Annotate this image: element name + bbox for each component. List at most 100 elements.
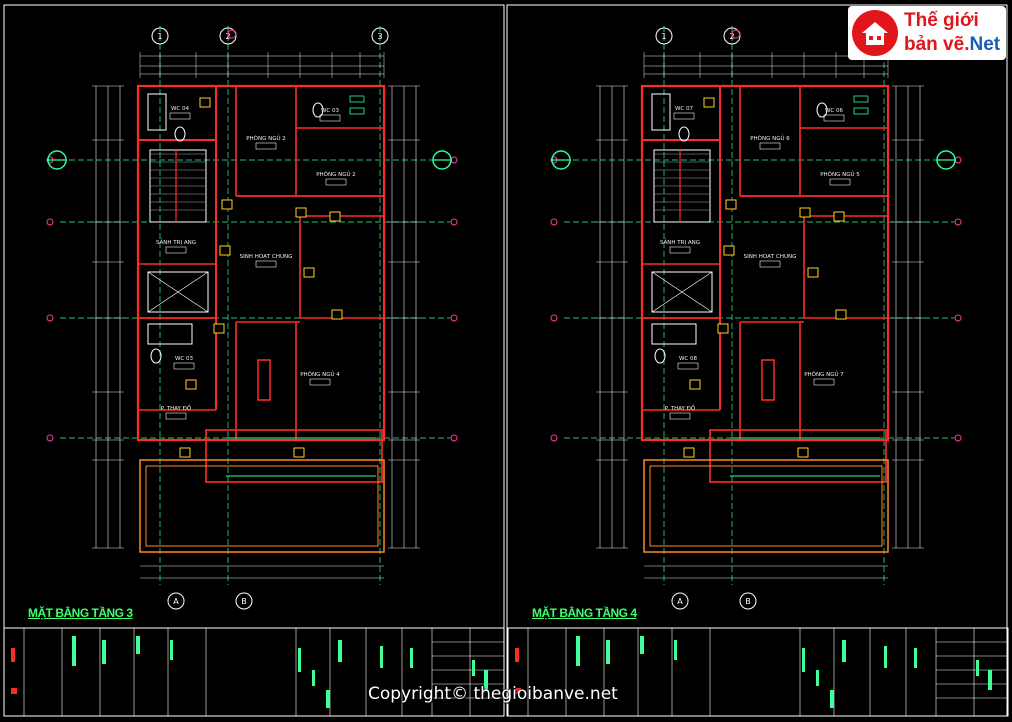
door-tag (293, 447, 305, 458)
axis-row-bubble-right (954, 434, 962, 442)
axis-column-label-top: 1 (157, 32, 162, 41)
title-block-mark (472, 660, 475, 676)
bathtub (147, 323, 193, 345)
door-tag (835, 309, 847, 320)
title-block-mark (102, 640, 106, 664)
door-tag (295, 207, 307, 218)
title-block-mark (136, 636, 140, 654)
axis-column-label-top: 2 (729, 32, 734, 41)
title-block (3, 627, 505, 717)
axis-bubble-bottom (739, 592, 757, 610)
axis-bubble-bottom (235, 592, 253, 610)
sheet-title-right: MẶT BẰNG TẦNG 4 (532, 606, 637, 620)
room-label: WC 06 (825, 108, 844, 114)
title-block (507, 627, 1009, 717)
title-block-mark (312, 670, 315, 686)
sheet-title-left: MẶT BẰNG TẦNG 3 (28, 606, 133, 620)
axis-row-bubble-left (46, 218, 54, 226)
door-tag (219, 245, 231, 256)
room-label: PHÒNG NGỦ 6 (750, 134, 790, 142)
title-block-mark (914, 648, 917, 668)
elevator-cross (147, 271, 209, 313)
title-block-mark (484, 670, 488, 690)
title-block-red-mark (11, 688, 17, 694)
door-tag (723, 245, 735, 256)
level-tag (759, 142, 781, 150)
axis-label-bottom: B (241, 597, 247, 606)
terrace-inner (145, 465, 379, 547)
room-label: WC 04 (171, 106, 190, 112)
house-icon (852, 10, 898, 56)
axis-bubble-bottom (671, 592, 689, 610)
title-block-mark (338, 640, 342, 662)
toilet (816, 102, 828, 118)
level-tag (165, 412, 187, 420)
door-tag (833, 211, 845, 222)
door-tag (807, 267, 819, 278)
toilet (150, 348, 162, 364)
wardrobe (761, 359, 775, 401)
room-label: PHÒNG NGỦ 7 (804, 370, 844, 378)
axis-column-label-top: 3 (377, 32, 382, 41)
level-tag (823, 114, 845, 122)
title-block-red-mark (515, 688, 521, 694)
door-tag (185, 379, 197, 390)
level-tag (255, 260, 277, 268)
door-tag (689, 379, 701, 390)
room-label: PHÒNG NGỦ 4 (300, 370, 340, 378)
door-tag (303, 267, 315, 278)
level-tag (669, 412, 691, 420)
balcony-wall (205, 429, 383, 483)
axis-row-bubble-right (954, 218, 962, 226)
room-label: PHÒNG NGỦ 5 (820, 170, 860, 178)
axis-column-bubble-top (655, 27, 673, 45)
copyright-watermark: Copyright© thegioibanve.net (368, 684, 618, 704)
door-tag (799, 207, 811, 218)
level-tag (673, 112, 695, 120)
toilet (312, 102, 324, 118)
room-label: P. THAY ĐỒ (665, 403, 696, 412)
title-block-mark (976, 660, 979, 676)
bathtub (651, 93, 671, 131)
door-tag (179, 447, 191, 458)
axis-dot (227, 29, 237, 39)
axis-row-bubble-left (550, 314, 558, 322)
bathtub (147, 93, 167, 131)
door-tag (717, 323, 729, 334)
axis-row-bubble-right (450, 314, 458, 322)
level-tag (325, 178, 347, 186)
title-block-mark (842, 640, 846, 662)
elevator-shaft (651, 271, 713, 313)
room-label: WC 03 (175, 356, 194, 362)
door-tag (683, 447, 695, 458)
door-tag (331, 309, 343, 320)
toilet (654, 348, 666, 364)
title-block-mark (72, 636, 76, 666)
level-tag (829, 178, 851, 186)
axis-row-bubble-right (450, 434, 458, 442)
site-logo[interactable]: Thế giới bản vẽ.Net (848, 6, 1006, 60)
title-block-mark (410, 648, 413, 668)
door-tag (213, 323, 225, 334)
logo-text-line2-main: bản vẽ. (904, 34, 970, 55)
title-block-mark (830, 690, 834, 708)
axis-column-label-top: 2 (225, 32, 230, 41)
wardrobe (257, 359, 271, 401)
window-tag (853, 95, 869, 103)
axis-row-bubble-left (550, 218, 558, 226)
level-tag (255, 142, 277, 150)
room-label: SẢNH TRỊ ANG (660, 238, 700, 246)
terrace-outline (139, 459, 385, 553)
balcony-wall (709, 429, 887, 483)
door-tag (797, 447, 809, 458)
room-label: PHÒNG NGỦ 2 (316, 170, 356, 178)
axis-row-bubble-right (954, 314, 962, 322)
room-label: P. THAY ĐỒ (161, 403, 192, 412)
axis-row-bubble-left (46, 434, 54, 442)
level-tag (165, 246, 187, 254)
room-label: SINH HOẠT CHUNG (744, 254, 797, 260)
door-tag (329, 211, 341, 222)
